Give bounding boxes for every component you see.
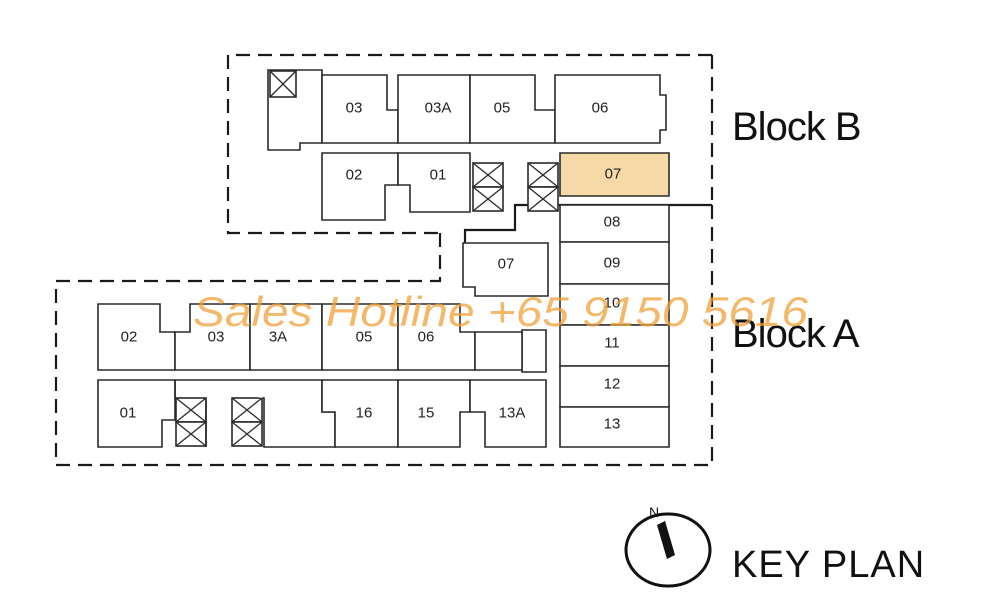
lift-icon-a2 <box>231 397 263 447</box>
sales-hotline-watermark: Sales Hotline +65 9150 5616 <box>193 288 809 335</box>
label-a-01: 01 <box>120 405 137 422</box>
label-a-11: 11 <box>604 335 620 352</box>
label-a-15: 15 <box>418 405 435 422</box>
unit-b-01 <box>397 152 471 213</box>
lift-icon-a1 <box>175 397 207 447</box>
label-a-07: 07 <box>498 256 515 273</box>
label-a-09: 09 <box>604 255 621 272</box>
label-b-01: 01 <box>430 167 447 184</box>
label-b-06: 06 <box>592 100 609 117</box>
unit-a-01 <box>97 379 176 448</box>
label-a-13a: 13A <box>499 405 526 422</box>
unit-a-13 <box>559 406 670 448</box>
block-a-label: Block A <box>732 312 860 356</box>
label-a-16: 16 <box>356 405 373 422</box>
unit-a-13a <box>469 379 547 448</box>
unit-a-06-ext <box>474 331 523 371</box>
label-b-03a: 03A <box>425 100 452 117</box>
lift-icon-b3 <box>527 162 559 212</box>
north-arrow-icon: N <box>624 504 712 588</box>
label-a-12: 12 <box>604 376 621 393</box>
lift-icon-b2 <box>472 162 504 212</box>
block-a-units <box>97 204 670 448</box>
label-a-05: 05 <box>356 329 373 346</box>
label-b-05: 05 <box>494 100 511 117</box>
label-b-03: 03 <box>346 100 363 117</box>
label-b-07: 07 <box>605 166 622 183</box>
key-plan-label: KEY PLAN <box>732 544 925 586</box>
unit-b-02 <box>321 152 399 221</box>
unit-b-07-highlighted <box>559 152 670 197</box>
block-b-boundary <box>226 53 712 235</box>
unit-b-05 <box>469 74 556 144</box>
unit-b-06 <box>554 74 667 144</box>
unit-labels: 03 03A 05 06 02 01 07 08 09 10 11 12 13 … <box>120 100 622 433</box>
block-b-units <box>267 69 670 221</box>
label-a-02: 02 <box>121 329 138 346</box>
lift-icon-b1 <box>269 70 297 98</box>
label-a-08: 08 <box>604 214 621 231</box>
north-label: N <box>649 504 659 520</box>
label-a-03: 03 <box>208 329 225 346</box>
label-b-02: 02 <box>346 167 363 184</box>
block-a-corridor <box>521 329 547 373</box>
label-a-10: 10 <box>604 295 621 312</box>
label-a-3a: 3A <box>269 329 287 346</box>
label-a-13: 13 <box>604 416 621 433</box>
block-b-label: Block B <box>732 105 861 149</box>
unit-a-07 <box>462 242 549 297</box>
label-a-06: 06 <box>418 329 435 346</box>
